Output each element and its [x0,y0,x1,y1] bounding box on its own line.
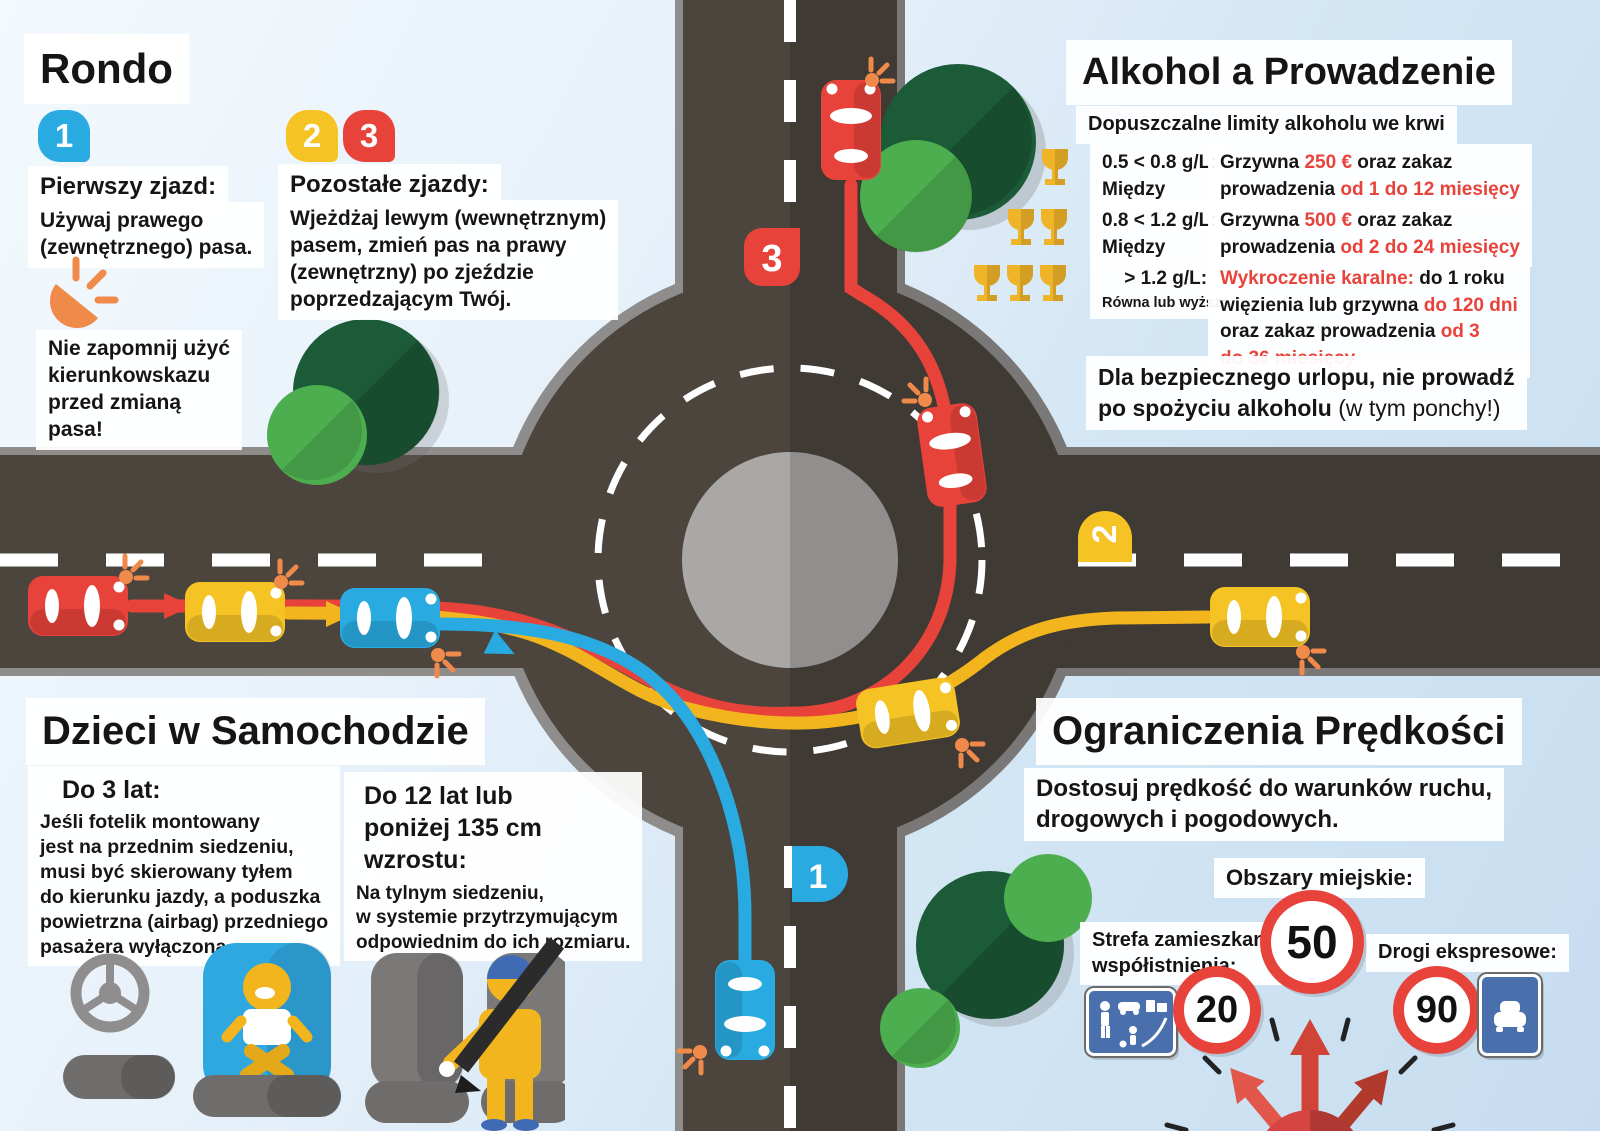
children-under-3-text: Jeśli fotelik montowany jest na przednim… [40,811,329,958]
limit-qualifier: Równa lub wyższa [1102,294,1230,311]
speed-limit-20-sign: 20 [1173,966,1261,1054]
wine-goblet-icon [1042,149,1068,185]
other-exits-text: Wjeżdżaj lewym (wewnętrznym) pasem, zmie… [278,200,619,320]
car-blue-exit-bottom [715,960,775,1060]
rondo-title: Rondo [24,34,189,104]
signal-note: Nie zapomnij użyć kierunkowskazu przed z… [36,330,243,450]
wine-goblet-icon [1008,209,1034,245]
speed-gauge-icon [1164,1017,1456,1131]
roundabout-dashed-circle [594,364,986,756]
trees [267,64,1092,1068]
exit-2-badge: 2 [1078,511,1132,562]
expressway-label: Drogi ekspresowe: [1366,934,1569,972]
speed-intro: Dostosuj prędkość do warunków ruchu, dro… [1024,768,1505,842]
residential-zone-sign [1086,988,1176,1056]
route-blue [435,617,752,965]
limit-qualifier: Między [1102,178,1166,200]
svg-text:3: 3 [761,238,782,280]
svg-text:1: 1 [809,858,828,896]
wine-goblet-icon [1041,209,1067,245]
limit-value: 0.5 < 0.8 g/L: [1102,152,1217,173]
limit-row-2: 0.8 < 1.2 g/L: Między [1090,202,1229,268]
child-with-seatbelt-icon [365,937,565,1131]
car-red-exit-top [821,80,881,180]
car-yellow-exit-right [1210,587,1310,647]
steering-wheel-icon [70,953,150,1033]
children-under-12-heading: Do 12 lat lub poniżej 135 cm wzrostu: [364,782,542,874]
car-blue-queued [340,588,440,648]
limit-row-1: 0.5 < 0.8 g/L: Między [1090,144,1229,210]
exit-1-badge: 1 [792,846,848,902]
goblet-row-1 [1040,148,1070,188]
arrow-blue [483,630,515,655]
children-illustrations [63,937,565,1131]
limit-qualifier: Między [1102,236,1166,258]
speed-limit-50-sign: 50 [1260,890,1364,994]
children-title: Dzieci w Samochodzie [26,698,485,766]
wine-goblet-icon [1007,265,1033,301]
seatbelt [453,937,565,1073]
exit-1-legend-badge: 1 [38,110,90,162]
turn-signal-icon [49,256,119,329]
limit-value: 0.8 < 1.2 g/L: [1102,210,1217,231]
children-under-12-text: Na tylnym siedzeniu, w systemie przytrzy… [356,883,631,953]
exit-3-badge: 3 [744,228,800,286]
center-island [682,452,898,668]
goblet-row-2 [1006,208,1069,248]
exit-2-legend-badge: 2 [286,110,338,162]
arrow-red [164,593,192,619]
rear-facing-baby-seat-icon [193,943,341,1117]
first-exit-text: Używaj prawego (zewnętrznego) pasa. [28,202,265,268]
first-exit-heading: Pierwszy zjazd: [28,166,229,209]
penalty-row-2: Grzywna 500 € oraz zakaz prowadzenia od … [1208,202,1532,268]
speed-limit-90-sign: 90 [1393,966,1481,1054]
seat-cushion [63,1055,175,1099]
children-under-3-heading: Do 3 lat: [62,776,161,804]
car-red-queued [28,576,128,636]
expressway-sign [1479,974,1541,1056]
children-under-3: Do 3 lat: Jeśli fotelik montowany jest n… [28,766,341,966]
wine-goblet-icon [1040,265,1066,301]
penalty-row-1: Grzywna 250 € oraz zakaz prowadzenia od … [1208,144,1532,210]
alcohol-subtitle: Dopuszczalne limity alkoholu we krwi [1076,106,1457,144]
svg-text:2: 2 [1086,525,1124,544]
alcohol-safety-note: Dla bezpiecznego urlopu, nie prowadź po … [1086,356,1527,431]
exit-3-legend-badge: 3 [343,110,395,162]
other-exits-heading: Pozostałe zjazdy: [278,164,501,207]
limit-value: > 1.2 g/L: [1124,268,1208,289]
speed-title: Ograniczenia Prędkości [1036,698,1522,766]
goblet-row-3 [972,264,1068,304]
alcohol-title: Alkohol a Prowadzenie [1066,40,1512,105]
car-yellow-queued [185,582,285,642]
children-under-12: Do 12 lat lub poniżej 135 cm wzrostu: Na… [344,772,643,961]
wine-goblet-icon [974,265,1000,301]
exit-badges: 3 2 1 [744,228,1132,902]
